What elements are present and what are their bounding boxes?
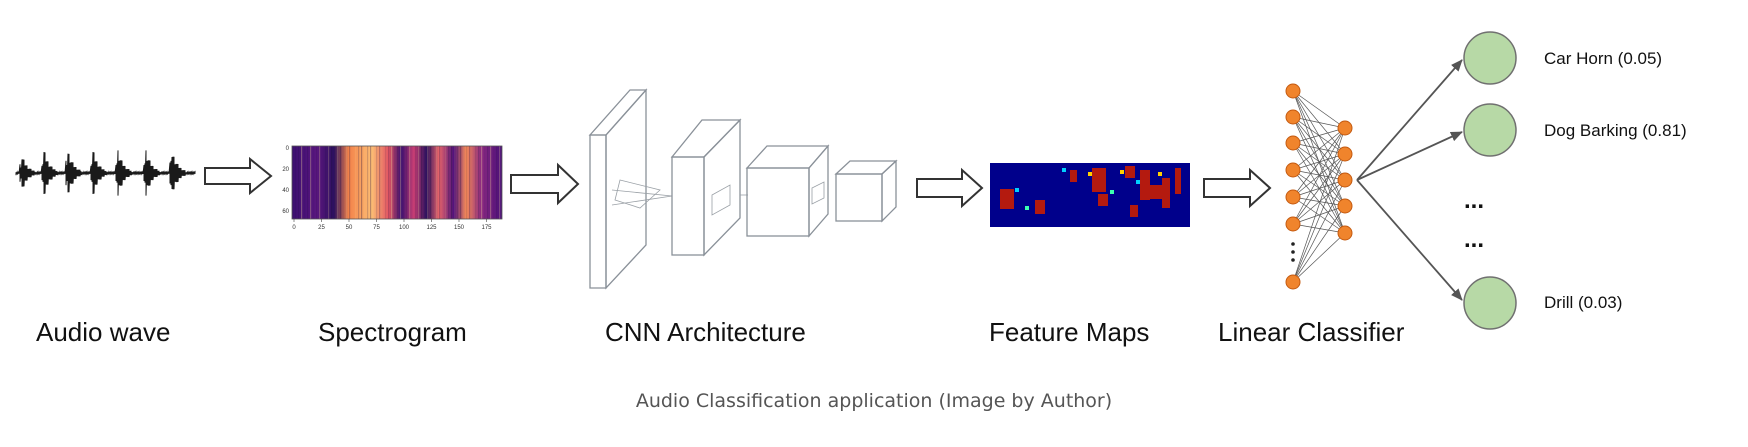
output-neuron — [1337, 120, 1353, 136]
class-label-car-horn: Car Horn (0.05) — [1544, 49, 1662, 68]
flow-arrow-3 — [916, 167, 984, 209]
spectrogram-y-tick: 0 — [286, 146, 290, 152]
flow-arrow-2 — [510, 162, 580, 206]
stage-label-feature-maps: Feature Maps — [989, 317, 1149, 347]
class-label-dog-barking: Dog Barking (0.81) — [1544, 121, 1687, 140]
spectrogram-y-tick: 60 — [282, 209, 289, 215]
output-node-car-horn — [1463, 31, 1517, 85]
ellipsis-1: ... — [1464, 187, 1484, 214]
spectrogram-x-tick: 150 — [454, 225, 465, 231]
spectrogram-y-tick: 40 — [282, 188, 289, 194]
spectrogram-x-tick: 50 — [346, 225, 353, 231]
spectrogram-x-tick: 0 — [292, 225, 296, 231]
output-arrows — [1356, 59, 1463, 301]
spectrogram-x-tick: 75 — [373, 225, 380, 231]
neuron-ellipsis-dot — [1291, 250, 1295, 254]
neuron-ellipsis-dot — [1291, 258, 1295, 262]
waveform-trace — [15, 150, 196, 196]
audio-wave-graphic — [15, 150, 196, 196]
flow-arrow-1 — [204, 156, 273, 196]
output-neuron — [1337, 146, 1353, 162]
output-node-dog-barking — [1463, 103, 1517, 157]
output-neuron — [1337, 172, 1353, 188]
spectrogram-x-tick: 125 — [426, 225, 437, 231]
figure-caption: Audio Classification application (Image … — [636, 390, 1112, 412]
input-neuron — [1285, 135, 1301, 151]
input-neuron — [1285, 274, 1301, 290]
spectrogram-y-tick: 20 — [282, 167, 289, 173]
output-neuron — [1337, 225, 1353, 241]
stage-label-cnn: CNN Architecture — [605, 317, 806, 347]
feature-maps-graphic — [990, 163, 1190, 227]
input-neuron — [1285, 83, 1301, 99]
spectrogram-x-tick: 100 — [399, 225, 410, 231]
input-neuron — [1285, 162, 1301, 178]
output-neuron — [1337, 198, 1353, 214]
neuron-ellipsis-dot — [1291, 242, 1295, 246]
linear-classifier-network — [1285, 83, 1353, 290]
stage-label-spectrogram: Spectrogram — [318, 317, 467, 347]
output-node-drill — [1463, 276, 1517, 330]
spectrogram-x-tick: 25 — [318, 225, 325, 231]
cnn-architecture-graphic — [588, 88, 898, 290]
spectrogram-x-tick: 175 — [481, 225, 492, 231]
input-neuron — [1285, 216, 1301, 232]
flow-arrow-4 — [1203, 167, 1272, 209]
input-neuron — [1285, 109, 1301, 125]
spectrogram-graphic: 0 25 50 75 100 125 150 175 0 20 40 60 — [282, 145, 503, 231]
stage-label-linear-classifier: Linear Classifier — [1218, 317, 1405, 347]
input-neuron — [1285, 189, 1301, 205]
stage-label-audio-wave: Audio wave — [36, 317, 170, 347]
ellipsis-2: ... — [1464, 226, 1484, 253]
class-label-drill: Drill (0.03) — [1544, 293, 1622, 312]
